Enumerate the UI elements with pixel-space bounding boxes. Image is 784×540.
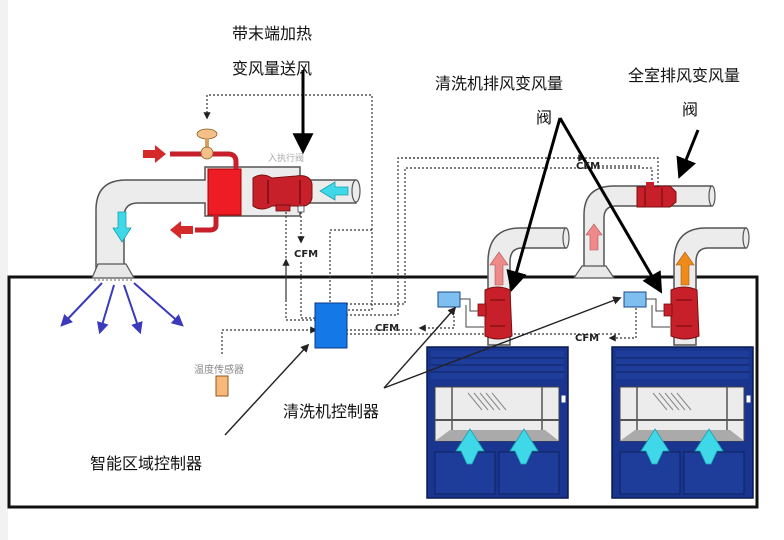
room-exhaust-valve-label-line1: 全室排风变风量 xyxy=(628,66,741,85)
hood1-exhaust-valve xyxy=(477,286,513,340)
hood-controller-label: 清洗机控制器 xyxy=(283,402,380,421)
hot-water-pipes xyxy=(170,151,239,233)
hood1-controller xyxy=(437,291,484,328)
zone-controller-label: 智能区域控制器 xyxy=(90,454,203,473)
hood2-controller xyxy=(623,291,670,328)
callout-arrows xyxy=(292,70,700,294)
hot-water-in-arrow-icon xyxy=(143,145,166,163)
diffuser-airflow-arrows xyxy=(60,282,184,335)
hood1-exhaust-arrow-icon xyxy=(489,251,509,286)
temperature-sensor xyxy=(215,375,229,397)
hot-water-control-valve-icon xyxy=(196,128,218,160)
cfm-label-supply: CFM xyxy=(294,249,319,260)
supply-diffuser xyxy=(91,263,136,281)
left-margin-strip xyxy=(0,0,8,540)
supply-valve-label-line2: 变风量送风 xyxy=(232,59,313,78)
hot-water-out-arrow-icon xyxy=(170,221,193,239)
room-exhaust-arrow-icon xyxy=(585,223,603,251)
fume-hood-2 xyxy=(611,346,754,499)
cfm-label-hood1: CFM xyxy=(375,323,400,334)
fume-hood-1 xyxy=(426,346,569,499)
hood2-exhaust-arrow-icon xyxy=(675,251,695,286)
hood-exhaust-valve-label-line1: 清洗机排风变风量 xyxy=(435,74,564,93)
room-exhaust-valve xyxy=(636,182,677,208)
supply-inlet-arrow-icon xyxy=(319,181,349,201)
supply-valve-label-line1: 带末端加热 xyxy=(232,24,313,43)
controller-callout-lines xyxy=(224,296,622,436)
cfm-label-room-exhaust: CFM xyxy=(576,161,601,172)
heating-coil xyxy=(207,168,242,216)
control-signal-lines xyxy=(203,94,659,355)
cfm-label-hood2: CFM xyxy=(575,333,600,344)
faint-valve-caption: 入执行阀 xyxy=(268,152,304,164)
temp-sensor-label: 温度传感器 xyxy=(194,365,244,376)
supply-down-arrow-icon xyxy=(112,211,132,243)
supply-vav-valve xyxy=(252,174,313,213)
zone-controller xyxy=(314,302,348,349)
hood2-exhaust-valve xyxy=(663,286,700,340)
room-exhaust-valve-label-line2: 阀 xyxy=(682,100,699,119)
hood-exhaust-valve-label-line2: 阀 xyxy=(536,108,553,127)
